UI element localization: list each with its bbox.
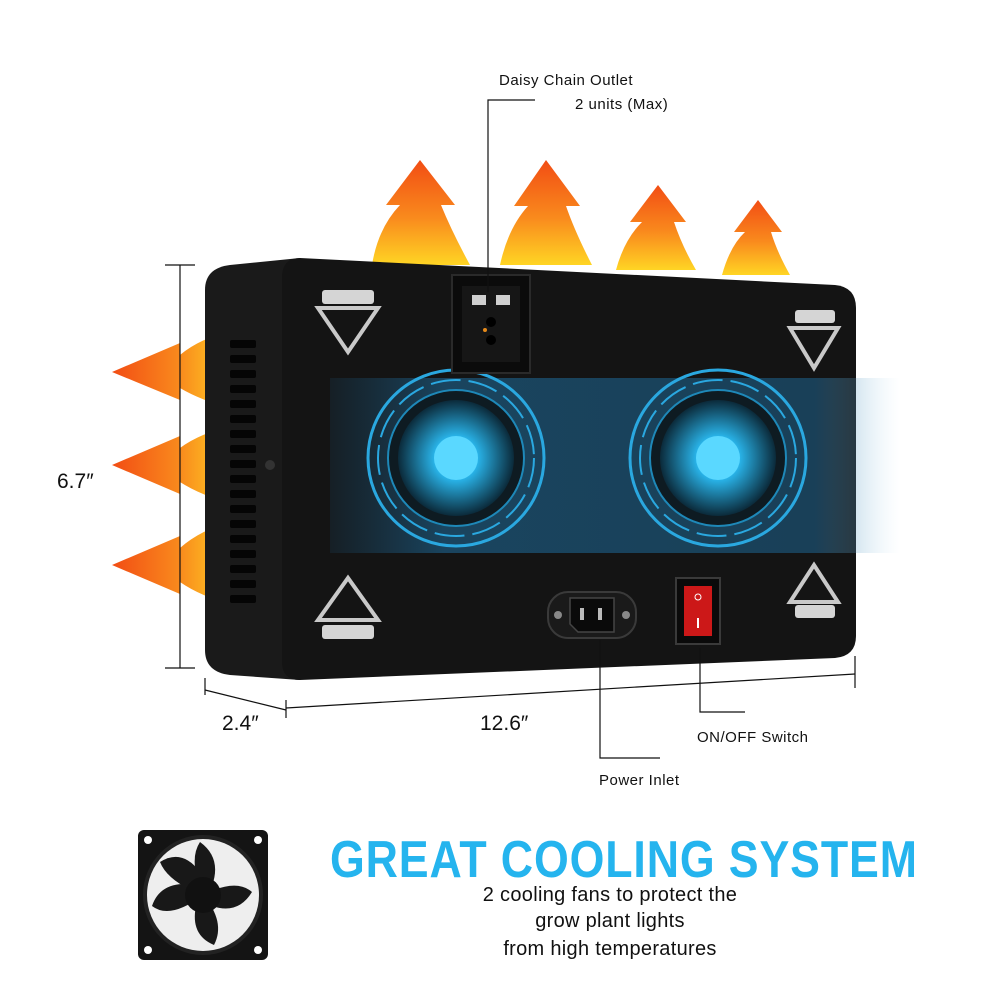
hanging-bracket-icon xyxy=(786,561,842,604)
housing-side xyxy=(205,258,300,680)
cooling-fan-right xyxy=(628,368,808,548)
callout-lines xyxy=(487,99,745,759)
hanging-bracket-icon xyxy=(314,574,382,622)
heat-arrow-up-icon xyxy=(372,160,470,265)
daisy-chain-outlet-icon xyxy=(451,274,531,374)
bracket-plate xyxy=(795,310,835,323)
heat-arrow-up-icon xyxy=(500,160,592,265)
heat-arrow-up-icon xyxy=(616,185,696,270)
height-dimension: 6.7″ xyxy=(57,470,94,493)
feature-description-line2: grow plant lights xyxy=(535,910,685,932)
feature-description-line1: 2 cooling fans to protect the xyxy=(482,884,738,906)
width-dimension: 12.6″ xyxy=(480,712,529,735)
cooling-fan-left xyxy=(366,368,546,548)
heat-arrow-up-icon xyxy=(722,200,790,275)
hanging-bracket-icon xyxy=(786,326,842,372)
power-inlet-label: Power Inlet xyxy=(599,772,680,789)
bracket-plate xyxy=(322,290,374,304)
side-screw xyxy=(265,460,275,470)
power-inlet-icon xyxy=(547,591,637,639)
depth-dimension: 2.4″ xyxy=(222,712,259,735)
on-off-switch-icon xyxy=(675,577,721,645)
switch-label: ON/OFF Switch xyxy=(697,729,809,746)
bracket-plate xyxy=(322,625,374,639)
heat-arrow-left-icon xyxy=(112,330,235,410)
cooling-fan-icon xyxy=(138,830,268,960)
dimension-lines xyxy=(165,264,856,718)
hanging-bracket-icon xyxy=(314,306,382,356)
feature-headline: GREAT COOLING SYSTEM xyxy=(330,831,918,889)
heat-arrow-left-icon xyxy=(112,425,235,505)
heat-arrow-left-icon xyxy=(112,520,235,606)
daisy-chain-label: Daisy Chain Outlet xyxy=(499,72,634,89)
side-vents xyxy=(230,340,256,603)
bracket-plate xyxy=(795,605,835,618)
feature-description-line3: from high temperatures xyxy=(503,938,717,960)
daisy-chain-capacity-label: 2 units (Max) xyxy=(575,96,669,113)
